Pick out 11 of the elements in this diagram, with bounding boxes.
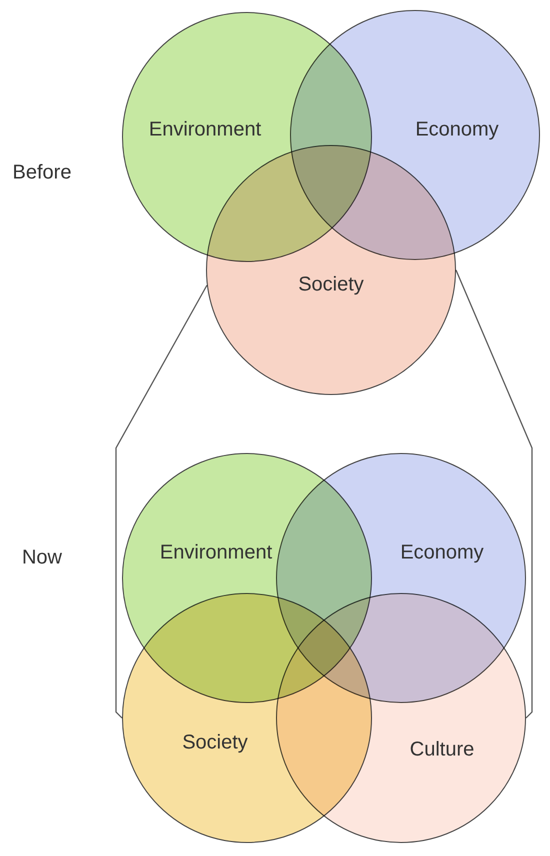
- circle-label: Environment: [148, 118, 262, 142]
- circle-label: Economy: [415, 118, 499, 142]
- circle-label: Society: [182, 732, 248, 754]
- circle-label: Culture: [410, 738, 474, 762]
- row-label: Now: [22, 546, 62, 570]
- circle-label: Economy: [400, 542, 484, 564]
- zoom-line: [455, 270, 533, 718]
- circle-label: Environment: [160, 542, 272, 564]
- zoom-line: [115, 284, 208, 718]
- circle-label: Society: [298, 274, 364, 296]
- row-label: Before: [12, 162, 72, 184]
